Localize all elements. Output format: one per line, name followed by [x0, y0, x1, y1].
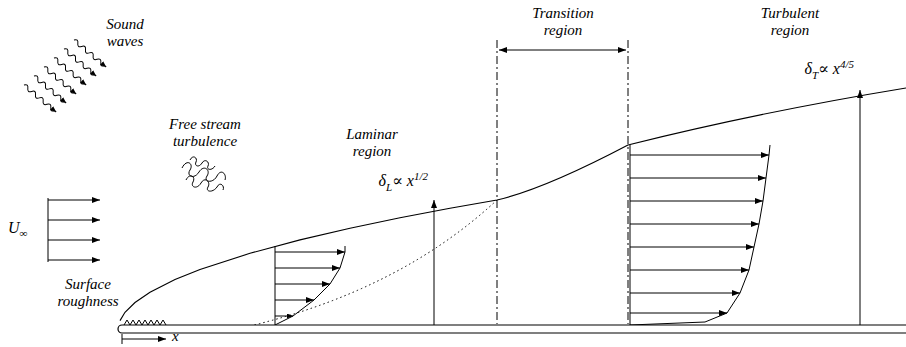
transition-bounds [497, 40, 628, 324]
exponent: 4/5 [840, 58, 854, 70]
exponent: 1/2 [414, 170, 428, 182]
subscript: L [386, 181, 392, 193]
dotted-origin-line [250, 200, 497, 326]
region-label: Transition region [525, 5, 601, 38]
region-label: Laminar region [340, 126, 404, 159]
subscript: ∞ [20, 227, 28, 239]
x-axis-arrow [122, 334, 166, 344]
symbol: ∝ x [392, 172, 414, 189]
symbol: δ [804, 60, 811, 77]
symbol: U [8, 219, 20, 236]
region-label: Turbulent region [753, 5, 827, 38]
axis-label: x [172, 328, 179, 345]
laminar-thickness-arrow [434, 200, 435, 325]
turbulence-label: Free stream turbulence [163, 116, 247, 149]
symbol: δ [378, 172, 385, 189]
subscript: T [812, 69, 818, 81]
symbol: ∝ x [818, 60, 840, 77]
sound-label: Sound waves [99, 16, 151, 49]
turbulent-profile [630, 145, 770, 325]
thickness-formula: δT∝ x4/5 [804, 58, 854, 82]
thickness-formula: δL∝ x1/2 [378, 170, 428, 194]
roughness-label: Surface roughness [51, 276, 125, 309]
laminar-profile [275, 246, 345, 325]
freestream-arrows [48, 198, 100, 262]
turbulent-thickness-arrow [860, 90, 861, 325]
transition-span-arrow [499, 50, 626, 51]
surface-roughness [124, 320, 166, 325]
turbulence-eddies [182, 157, 225, 191]
flat-plate [118, 325, 906, 333]
boundary-layer-edge [120, 88, 906, 321]
sound-waves [23, 38, 108, 113]
velocity-symbol: U∞ [8, 218, 27, 240]
